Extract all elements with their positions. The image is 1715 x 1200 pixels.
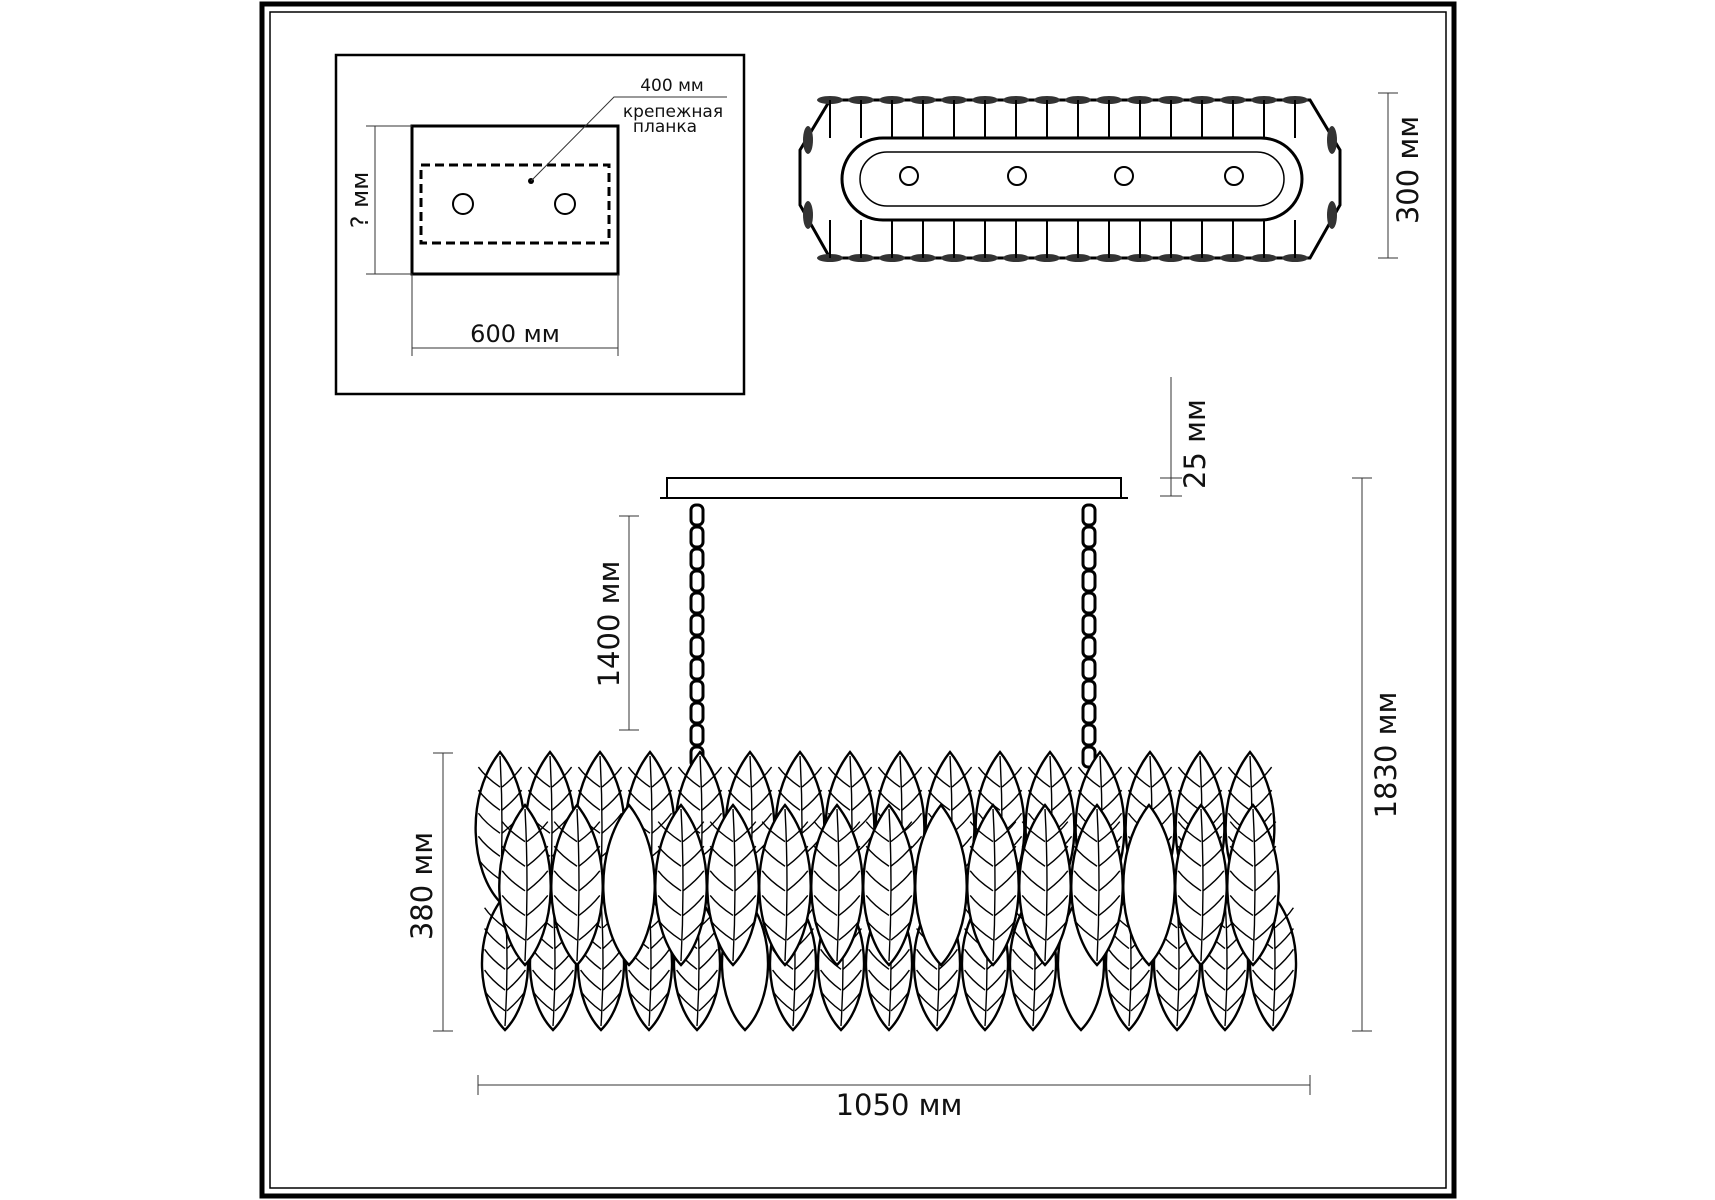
chain-link — [689, 547, 705, 571]
crystal-leaf — [498, 803, 552, 967]
chain-link — [689, 591, 705, 615]
chain-link — [1081, 657, 1097, 681]
mount-plate-inset: ? мм 600 мм 400 мм крепежная планка — [334, 53, 746, 396]
canopy-height-label: 25 мм — [1178, 399, 1212, 489]
crystal-leaf — [1174, 803, 1228, 967]
chain-link — [1081, 635, 1097, 659]
chain-link — [689, 701, 705, 725]
chain-link — [689, 657, 705, 681]
chain-link — [689, 723, 705, 747]
mounting-bracket — [419, 163, 611, 245]
crystal-leaf — [810, 803, 864, 967]
crystal-leaf — [1226, 803, 1280, 967]
chain-length-label: 1400 мм — [592, 561, 626, 688]
outer-frame — [259, 1, 1457, 1199]
chain-link — [1081, 569, 1097, 593]
bracket-label-line1: крепежная — [623, 102, 723, 122]
crystal-leaf — [803, 126, 813, 154]
crystal-leaf — [550, 803, 604, 967]
body-height-label: 380 мм — [405, 832, 439, 940]
depth-label: 300 мм — [1391, 116, 1425, 224]
chain-link — [1081, 679, 1097, 703]
crystal-leaf — [1070, 803, 1124, 967]
crystal-leaf — [914, 803, 968, 967]
crystal-leaf — [1018, 803, 1072, 967]
chain-link — [689, 525, 705, 549]
width-label: 1050 мм — [836, 1088, 963, 1122]
top-view: 300 мм — [798, 92, 1425, 262]
leader-line — [530, 96, 727, 182]
crystal-leaf — [1327, 126, 1337, 154]
crystal-leaf — [862, 803, 916, 967]
chain-link — [689, 503, 705, 527]
screw-hole — [452, 193, 474, 215]
bracket-label-line2: планка — [633, 117, 697, 137]
crystal-leaf — [803, 201, 813, 229]
crystal-leaf — [654, 803, 708, 967]
crystal-leaf — [1327, 201, 1337, 229]
plate-width-label: 600 мм — [470, 320, 560, 348]
plate-height-label: ? мм — [346, 172, 374, 229]
chain-link — [1081, 591, 1097, 615]
chain-link — [689, 569, 705, 593]
chain-link — [689, 679, 705, 703]
side-view: 25 мм 1830 мм 1400 мм 380 мм 1050 мм — [405, 377, 1403, 1122]
chain-link — [1081, 613, 1097, 637]
crystal-leaf — [758, 803, 812, 967]
chain-link — [1081, 723, 1097, 747]
ceiling-plate — [410, 124, 620, 276]
crystal-leaf — [966, 803, 1020, 967]
screw-hole — [554, 193, 576, 215]
bracket-length-label: 400 мм — [640, 76, 704, 96]
chain-link — [1081, 503, 1097, 527]
chain-link — [689, 635, 705, 659]
crystal-leaf — [706, 803, 760, 967]
chain-link — [1081, 701, 1097, 725]
chain-link — [1081, 525, 1097, 549]
chain-link — [1081, 547, 1097, 571]
crystal-leaf — [602, 803, 656, 967]
chain-link — [689, 613, 705, 637]
inner-frame — [269, 11, 1447, 1189]
total-height-label: 1830 мм — [1369, 692, 1403, 819]
crystal-leaf — [1122, 803, 1176, 967]
canopy — [666, 477, 1122, 499]
